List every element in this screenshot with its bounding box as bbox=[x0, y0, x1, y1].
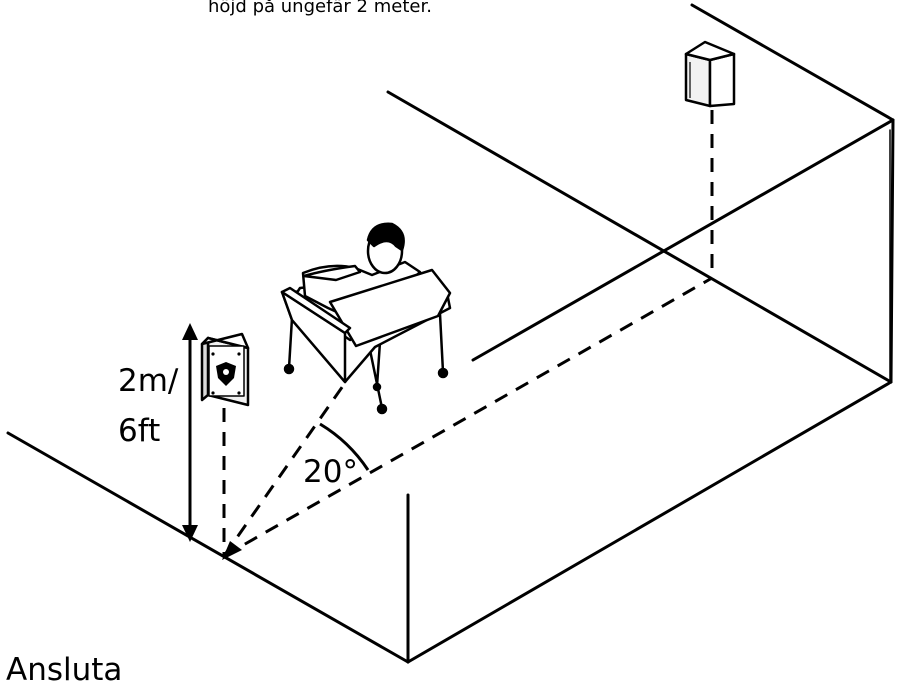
guide-lines bbox=[222, 110, 714, 558]
height-dimension-arrow bbox=[182, 323, 198, 542]
right-wall-base bbox=[471, 118, 895, 362]
left-wall-edge bbox=[6, 431, 410, 664]
angle-arc bbox=[319, 422, 370, 471]
back-wall-top-edge bbox=[690, 3, 895, 122]
listener-in-chair-icon bbox=[280, 222, 452, 415]
floor-point-arrowhead bbox=[222, 541, 242, 560]
listening-axis-line bbox=[223, 276, 713, 558]
back-wall-base bbox=[386, 90, 893, 384]
height-label: 2m/ 6ft bbox=[118, 356, 178, 456]
speaker-logo-icon bbox=[211, 352, 241, 395]
height-label-metric: 2m/ bbox=[118, 363, 179, 399]
instruction-text-fragment: höjd på ungefär 2 meter. bbox=[208, 0, 432, 17]
front-floor-edge bbox=[406, 380, 893, 664]
angle-label: 20° bbox=[303, 454, 358, 490]
speaker-right-icon bbox=[684, 40, 736, 108]
height-label-imperial: 6ft bbox=[118, 413, 161, 449]
room-outline bbox=[6, 3, 895, 664]
right-wall-corner bbox=[889, 118, 895, 384]
section-heading: Ansluta bbox=[6, 652, 123, 688]
angle-line-to-listener bbox=[222, 382, 347, 557]
